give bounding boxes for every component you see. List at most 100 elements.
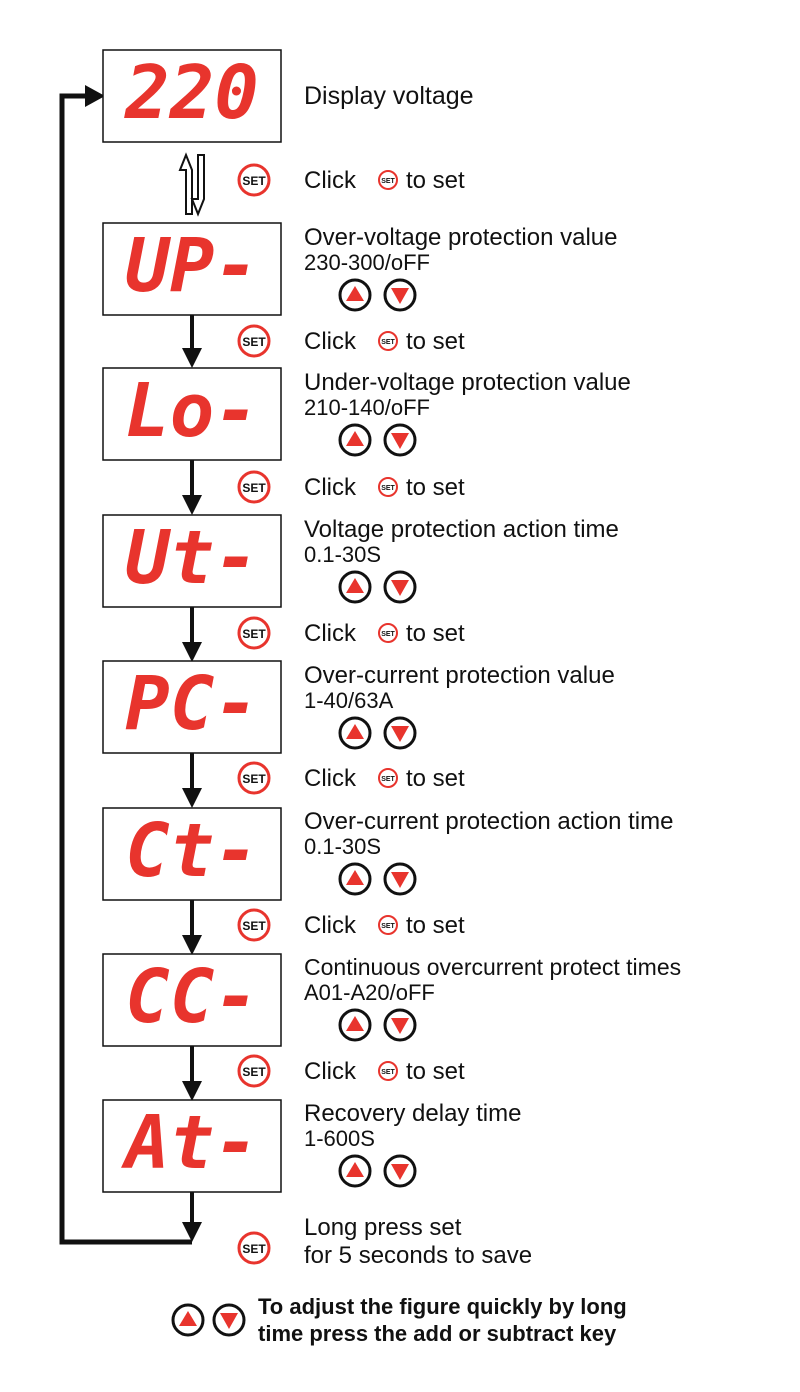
lcd-panel (102, 514, 282, 608)
click-suffix: to set (406, 912, 465, 939)
svg-text:SET: SET (381, 178, 395, 185)
step-over-current: PC- Over-current protection value 1-40/6… (102, 660, 615, 754)
set-button-icon[interactable]: SET (237, 616, 271, 650)
svg-text:SET: SET (381, 631, 395, 638)
svg-text:SET: SET (381, 923, 395, 930)
set-button-inline-icon: SET (378, 915, 398, 935)
click-prefix: Click (304, 1058, 357, 1085)
set-click-row: SET Click SET to set (237, 470, 465, 504)
svg-text:SET: SET (242, 335, 266, 349)
set-click-row: SET Click SET to set (237, 616, 465, 650)
lcd-value: Ut- (125, 515, 259, 601)
set-button-icon[interactable]: SET (237, 761, 271, 795)
up-arrow-button-icon[interactable] (338, 1008, 372, 1042)
step-over-current-action-time: Ct- Over-current protection action time … (102, 807, 673, 901)
step-title: Recovery delay time (304, 1100, 521, 1127)
set-button-icon[interactable]: SET (237, 1231, 271, 1265)
lcd-value: At- (120, 1100, 259, 1186)
step-title: Under-voltage protection value (304, 369, 631, 396)
step-range: A01-A20/oFF (304, 980, 435, 1005)
set-click-row: SET Click SET to set (237, 761, 465, 795)
set-button-icon[interactable]: SET (237, 324, 271, 358)
lcd-panel (102, 367, 282, 461)
lcd-value: 220 (123, 50, 259, 136)
step-voltage-action-time: Ut- Voltage protection action time 0.1-3… (102, 514, 619, 608)
up-arrow-button-icon[interactable] (338, 716, 372, 750)
set-button-icon[interactable]: SET (237, 908, 271, 942)
set-click-row: SET Click SET to set (237, 908, 465, 942)
svg-text:SET: SET (242, 772, 266, 786)
step-range: 0.1-30S (304, 542, 381, 567)
down-arrow-button-icon (212, 1303, 246, 1337)
up-arrow-button-icon[interactable] (338, 1154, 372, 1188)
set-button-inline-icon: SET (378, 331, 398, 351)
click-suffix: to set (406, 620, 465, 647)
click-suffix: to set (406, 167, 465, 194)
svg-text:SET: SET (242, 627, 266, 641)
lcd-panel (102, 660, 282, 754)
click-prefix: Click (304, 765, 357, 792)
set-click-row: SET Click SET to set (237, 324, 465, 358)
footer-note: To adjust the figure quickly by long tim… (171, 1294, 627, 1346)
click-prefix: Click (304, 620, 357, 647)
lcd-value: UP- (125, 223, 259, 309)
return-loop-line (59, 93, 192, 1245)
step-over-voltage: UP- Over-voltage protection value 230-30… (102, 222, 618, 316)
down-arrow-button-icon[interactable] (383, 1008, 417, 1042)
step-range: 1-600S (304, 1126, 375, 1151)
set-button-icon[interactable]: SET (237, 470, 271, 504)
set-button-icon[interactable]: SET (237, 163, 271, 197)
step-display-voltage: 220 Display voltage (102, 49, 474, 143)
up-arrow-button-icon[interactable] (338, 423, 372, 457)
svg-text:SET: SET (242, 174, 266, 188)
lcd-value: Lo- (125, 368, 259, 454)
down-arrow-button-icon[interactable] (383, 862, 417, 896)
step-title: Over-current protection value (304, 662, 615, 689)
click-prefix: Click (304, 328, 357, 355)
svg-text:SET: SET (381, 339, 395, 346)
step-under-voltage: Lo- Under-voltage protection value 210-1… (102, 367, 631, 461)
step-range: 0.1-30S (304, 834, 381, 859)
step-range: 1-40/63A (304, 688, 394, 713)
step-continuous-overcurrent: CC- Continuous overcurrent protect times… (102, 953, 681, 1047)
click-prefix: Click (304, 167, 357, 194)
lcd-panel (102, 49, 282, 143)
svg-text:SET: SET (381, 485, 395, 492)
svg-text:SET: SET (381, 1069, 395, 1076)
set-button-icon[interactable]: SET (237, 1054, 271, 1088)
click-prefix: Click (304, 912, 357, 939)
bidirectional-arrow-icon (178, 152, 205, 217)
lcd-value: Ct- (125, 808, 259, 894)
up-arrow-button-icon[interactable] (338, 570, 372, 604)
footer-note-line1: To adjust the figure quickly by long (258, 1294, 627, 1319)
svg-text:SET: SET (242, 919, 266, 933)
set-button-inline-icon: SET (378, 170, 398, 190)
save-row: SET Long press set for 5 seconds to save (237, 1214, 532, 1269)
lcd-panel (102, 807, 282, 901)
step-title: Voltage protection action time (304, 516, 619, 543)
set-click-row: SET Click SET to set (237, 163, 465, 197)
down-arrow-button-icon[interactable] (383, 1154, 417, 1188)
lcd-value: PC- (125, 661, 259, 747)
save-note-line2: for 5 seconds to save (304, 1242, 532, 1269)
up-arrow-button-icon[interactable] (338, 862, 372, 896)
down-arrow-button-icon[interactable] (383, 570, 417, 604)
step-title: Continuous overcurrent protect times (304, 954, 681, 980)
down-arrow-button-icon[interactable] (383, 423, 417, 457)
svg-text:SET: SET (242, 1242, 266, 1256)
down-arrow-button-icon[interactable] (383, 716, 417, 750)
set-button-inline-icon: SET (378, 768, 398, 788)
lcd-value: CC- (125, 954, 259, 1040)
up-arrow-button-icon (171, 1303, 205, 1337)
up-arrow-button-icon[interactable] (338, 278, 372, 312)
set-click-row: SET Click SET to set (237, 1054, 465, 1088)
svg-text:SET: SET (381, 776, 395, 783)
svg-text:SET: SET (242, 481, 266, 495)
click-suffix: to set (406, 1058, 465, 1085)
lcd-panel (102, 953, 282, 1047)
lcd-panel (102, 222, 282, 316)
down-arrow-button-icon[interactable] (383, 278, 417, 312)
step-range: 230-300/oFF (304, 250, 430, 275)
step-range: 210-140/oFF (304, 395, 430, 420)
